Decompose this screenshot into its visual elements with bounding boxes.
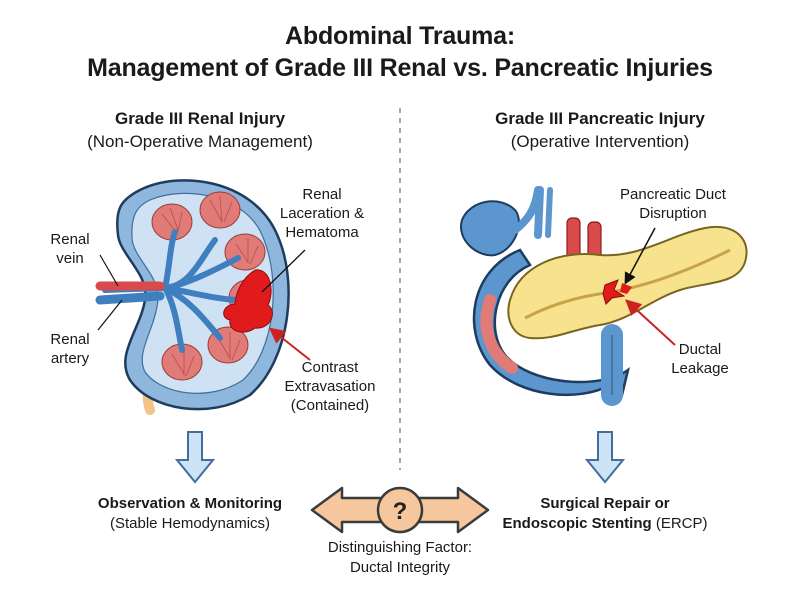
label-contrast-extravasation: Contrast Extravasation (Contained) — [284, 359, 376, 414]
pancreas-illustration — [459, 186, 748, 406]
page-title-line1: Abdominal Trauma: — [285, 22, 515, 50]
right-panel-heading: Grade III Pancreatic Injury — [495, 109, 705, 128]
factor-value: Ductal Integrity — [349, 559, 451, 576]
right-outcome: Surgical Repair or Endoscopic Stenting (… — [455, 494, 755, 534]
factor-label: Distinguishing Factor: — [327, 539, 473, 556]
down-arrow-right — [584, 431, 626, 484]
left-panel-heading: Grade III Renal Injury — [114, 109, 286, 128]
hematoma-shape — [223, 269, 273, 333]
label-ductal-leakage: Ductal Leakage — [671, 341, 729, 377]
label-renal-artery: Renal artery — [50, 331, 90, 367]
kidney-illustration — [95, 179, 311, 415]
left-outcome-detail: (Stable Hemodynamics) — [109, 515, 271, 532]
page-title-line2: Management of Grade III Renal vs. Pancre… — [87, 54, 713, 82]
left-panel-subheading: (Non-Operative Management) — [87, 132, 313, 151]
right-outcome-title: Surgical Repair or — [540, 495, 670, 512]
question-mark: ? — [393, 498, 408, 525]
duct-disruption-shape — [602, 279, 626, 305]
right-outcome-ercp: (ERCP) — [651, 515, 708, 532]
label-renal-vein: Renal vein — [50, 231, 90, 267]
distinguishing-factor: Distinguishing Factor: Ductal Integrity — [270, 538, 530, 578]
left-outcome-title: Observation & Monitoring — [97, 495, 283, 512]
comparison-double-arrow: ? — [310, 486, 490, 534]
label-renal-laceration: Renal Laceration & Hematoma — [279, 186, 365, 241]
right-outcome-stenting: Endoscopic Stenting — [502, 515, 652, 532]
label-duct-disruption: Pancreatic Duct Disruption — [620, 186, 726, 222]
down-arrow-left — [174, 431, 216, 484]
left-outcome: Observation & Monitoring (Stable Hemodyn… — [40, 494, 340, 534]
right-panel-subheading: (Operative Intervention) — [510, 132, 690, 151]
